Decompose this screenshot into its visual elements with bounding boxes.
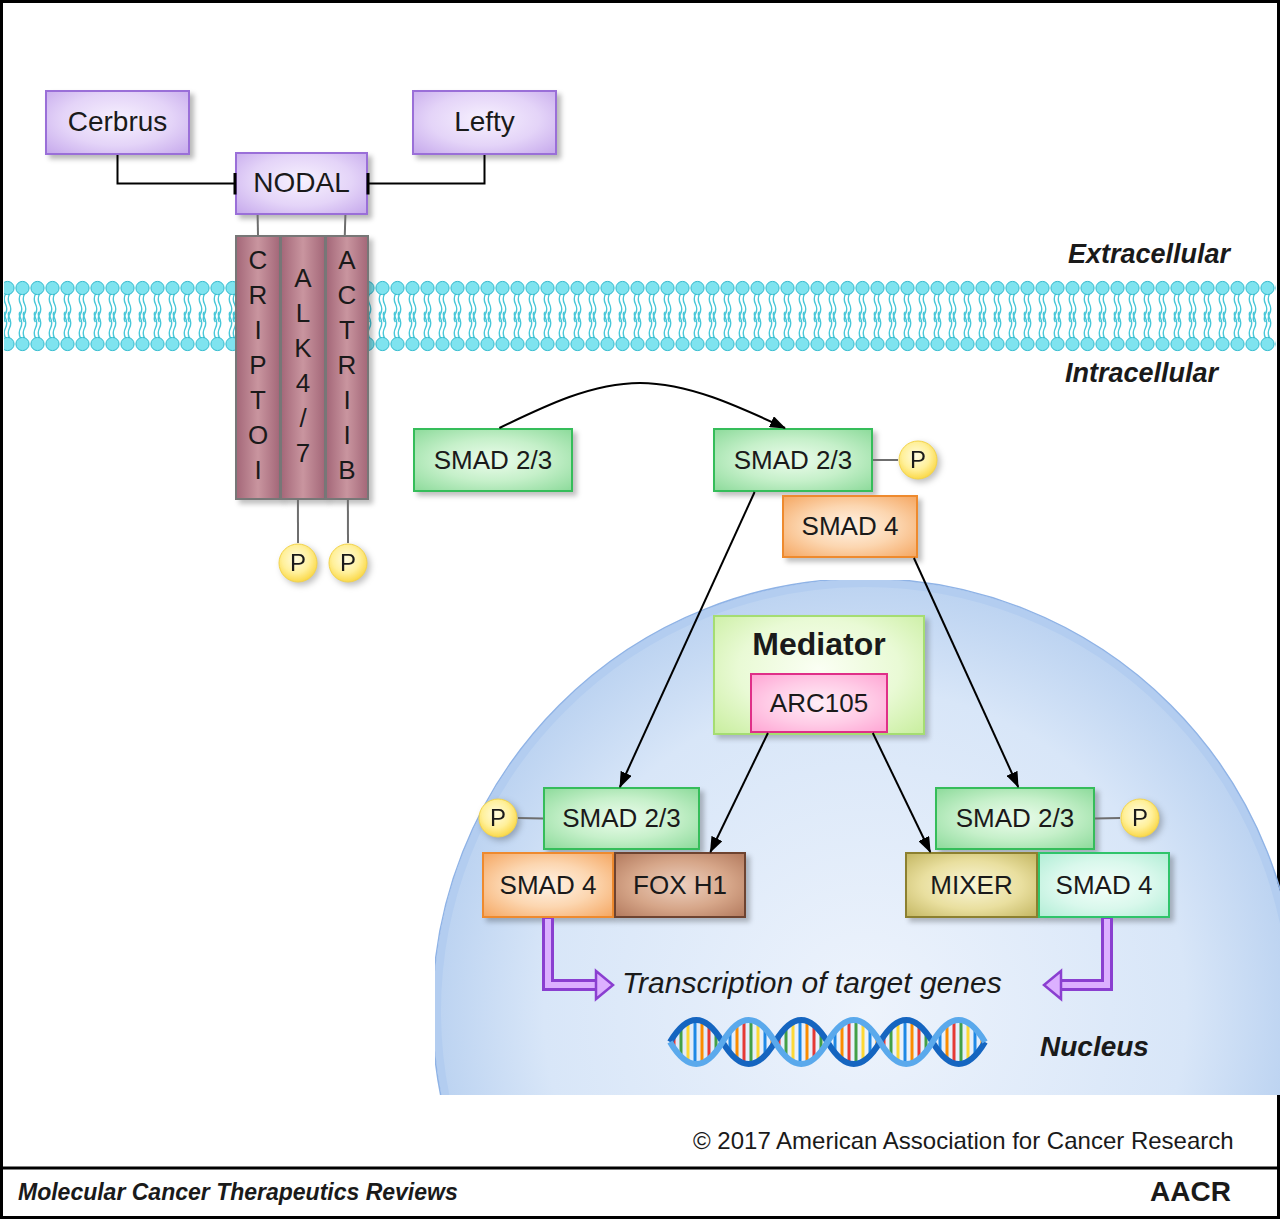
node-label: P (340, 550, 356, 576)
node-label: ACTRIIB (334, 245, 360, 490)
protein-box: SMAD 2/3 (935, 787, 1095, 850)
node-label: Mediator (715, 627, 923, 662)
complex-box: MediatorARC105 (713, 615, 925, 735)
protein-box: SMAD 2/3 (413, 428, 573, 492)
receptor-box: ALK4/7 (280, 235, 326, 500)
protein-box: FOX H1 (614, 852, 746, 918)
arrow-connector (347, 500, 349, 543)
node-label: SMAD 2/3 (434, 446, 553, 475)
node-label: Cerbrus (68, 107, 168, 138)
receptor-box: ACTRIIB (325, 235, 369, 500)
nucleus-circle: Nucleus MediatorARC105P SMAD 2/3SMAD 4 FOX … (435, 580, 1280, 1095)
annotation-text: Transcription of target genes (622, 966, 1002, 1001)
inhibition-connector (118, 155, 236, 184)
phosphate-circle: P (328, 543, 368, 583)
annotation-text: Extracellular (1068, 239, 1230, 270)
footer-rule (0, 1167, 1280, 1170)
phosphate-circle (479, 799, 517, 837)
node-label: SMAD 2/3 (562, 804, 681, 833)
node-label: Lefty (454, 107, 515, 138)
protein-box: MIXER (905, 852, 1038, 918)
inhibitor-box: Cerbrus (45, 90, 190, 155)
phosphate-circle: P (898, 440, 938, 480)
arrow-connector (297, 500, 299, 543)
annotation-text: Intracellular (1065, 358, 1218, 389)
phosphate-circle (329, 544, 367, 582)
node-label: FOX H1 (633, 871, 727, 900)
phosphate-circle: P (478, 798, 518, 838)
node-label: SMAD 4 (1056, 871, 1153, 900)
phosphate-circle (279, 544, 317, 582)
node-label: ARC105 (770, 689, 868, 718)
ligand-box: NODAL (235, 152, 368, 215)
node-label: P (290, 550, 306, 576)
phosphate-circle (1121, 799, 1159, 837)
protein-box: SMAD 4 (782, 495, 918, 558)
arrow-connector (873, 459, 898, 461)
phosphate-circle: P (278, 543, 318, 583)
node-label: P (910, 447, 926, 473)
receptor-box: CRIPTOI (235, 235, 281, 500)
node-label: SMAD 2/3 (956, 804, 1075, 833)
arrow-connector (499, 383, 785, 428)
phosphate-circle (899, 441, 937, 479)
arrow-connector (344, 215, 347, 235)
node-label: CRIPTOI (245, 245, 271, 490)
annotation-text: © 2017 American Association for Cancer R… (693, 1127, 1234, 1155)
arrow-connector (257, 215, 259, 235)
node-label: NODAL (253, 168, 349, 199)
protein-box: ARC105 (750, 673, 888, 733)
node-label: Nucleus (1040, 1032, 1149, 1063)
protein-box: SMAD 2/3 (713, 428, 873, 492)
annotation-text: AACR (1150, 1176, 1231, 1208)
annotation-text: Molecular Cancer Therapeutics Reviews (18, 1179, 458, 1205)
inhibition-connector (368, 155, 485, 184)
node-label: ALK4/7 (290, 263, 316, 473)
cell-membrane (4, 280, 1276, 352)
node-label: SMAD 4 (500, 871, 597, 900)
node-label: MIXER (930, 871, 1012, 900)
node-label: SMAD 4 (802, 512, 899, 541)
node-label: P (1132, 805, 1148, 831)
nucleus-envelope (437, 583, 1280, 1095)
phosphate-circle: P (1120, 798, 1160, 838)
node-label: SMAD 2/3 (734, 446, 853, 475)
protein-box: SMAD 4 (482, 852, 614, 918)
protein-box: SMAD 4 (1038, 852, 1170, 918)
inhibitor-box: Lefty (412, 90, 557, 155)
nucleus-envelope (435, 580, 1280, 1095)
node-label: P (490, 805, 506, 831)
protein-box: SMAD 2/3 (543, 787, 700, 850)
